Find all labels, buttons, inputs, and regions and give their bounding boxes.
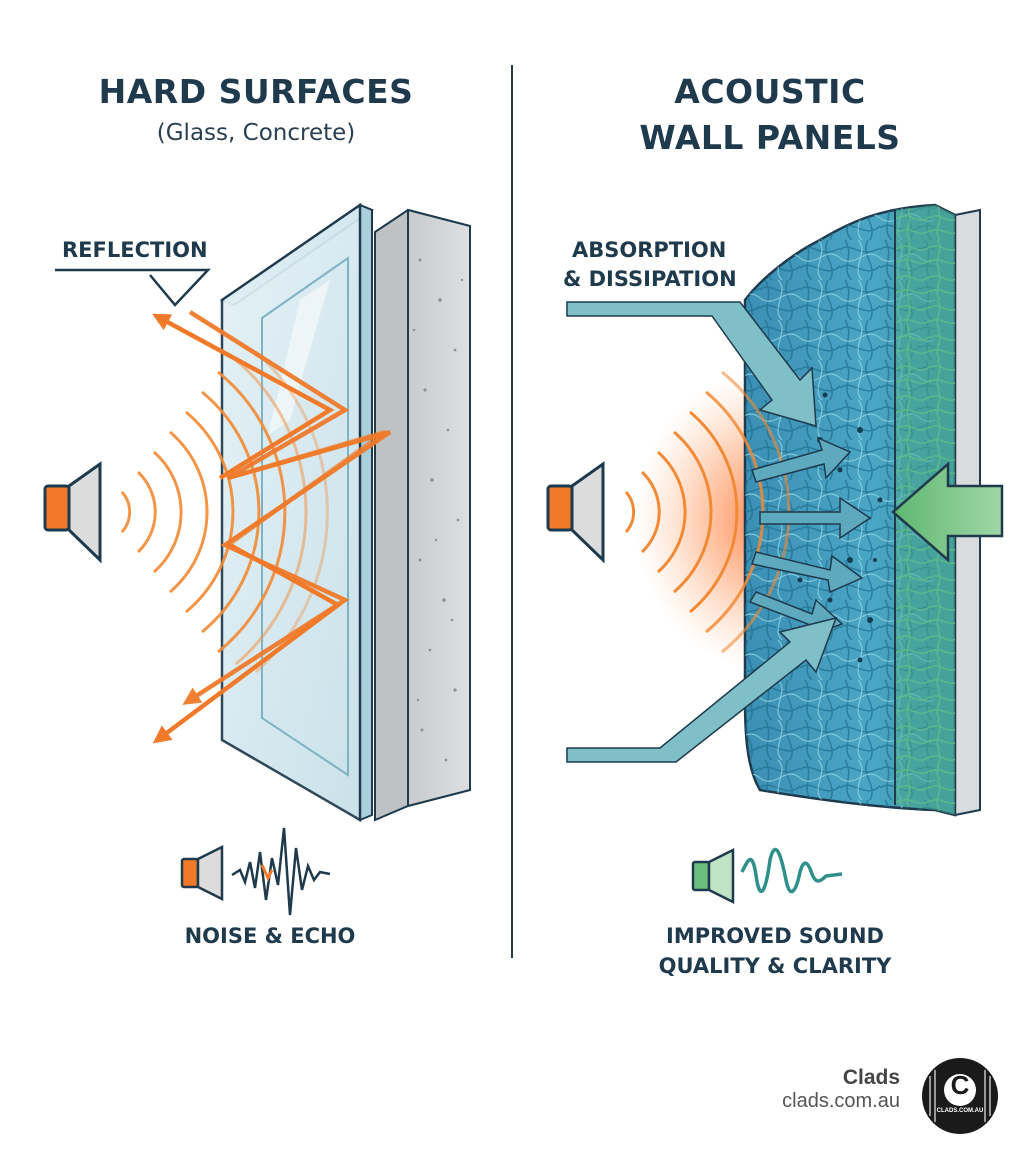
brand-url: clads.com.au (782, 1090, 900, 1112)
brand-name: Clads (842, 1066, 900, 1089)
waveform-icon (740, 847, 843, 894)
waveform-icon (231, 827, 331, 916)
left-caption: NOISE & ECHO (184, 924, 356, 948)
diagonal-arrows (566, 301, 838, 763)
speaker-icon (546, 461, 605, 564)
absorption-label-line1: ABSORPTION (572, 238, 727, 262)
right-caption-line2: QUALITY & CLARITY (658, 954, 892, 978)
reflection-pointer (55, 268, 211, 307)
reflection-arrows (152, 310, 392, 744)
noise-speaker-icon (180, 844, 224, 902)
right-title-line1: ACOUSTIC (674, 72, 866, 111)
right-caption-line1: IMPROVED SOUND (666, 924, 884, 948)
clarity-speaker-icon (691, 847, 735, 905)
reflection-label: REFLECTION (62, 238, 208, 262)
right-title-line2: WALL PANELS (639, 118, 901, 157)
concrete-wall (374, 208, 471, 822)
logo-letter: C (950, 1070, 970, 1100)
green-arrow (891, 461, 1004, 563)
absorption-label-line2: & DISSIPATION (563, 267, 737, 291)
glass-pane (219, 202, 375, 823)
left-subtitle: (Glass, Concrete) (156, 120, 356, 146)
clads-logo (922, 1058, 998, 1134)
speaker-icon (43, 461, 102, 564)
logo-text: CLADS.COM.AU (936, 1108, 984, 1114)
left-title: HARD SURFACES (98, 72, 414, 111)
